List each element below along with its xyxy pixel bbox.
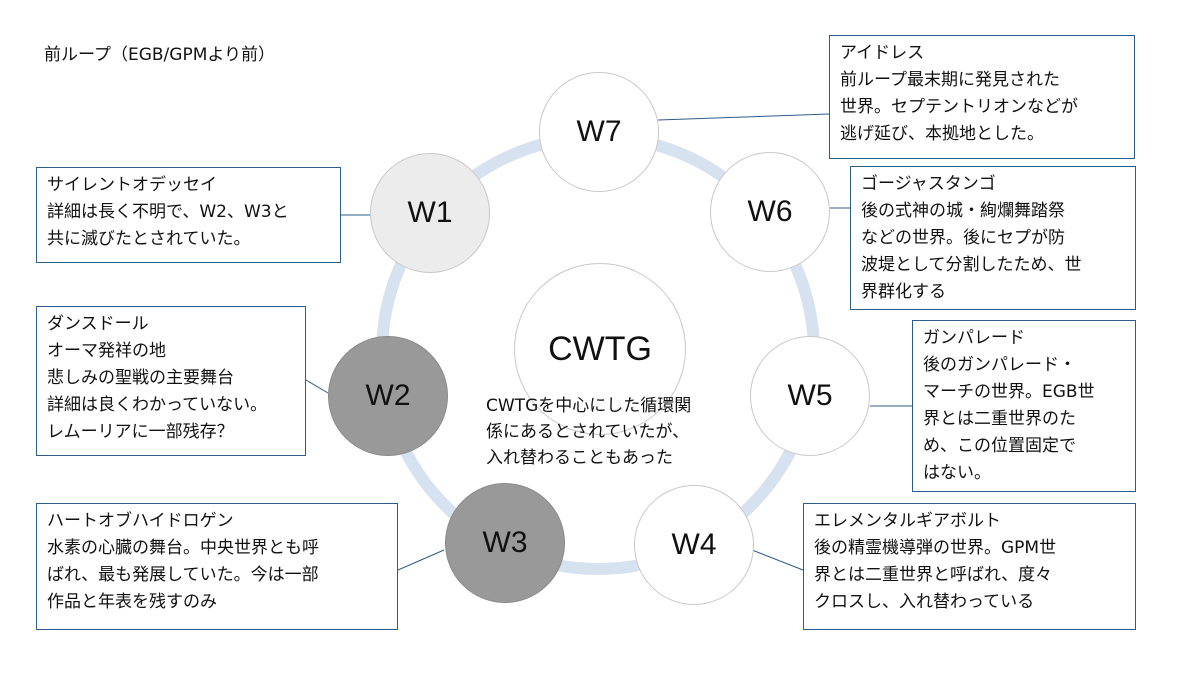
box-w3: ハートオブハイドロゲン 水素の心臓の舞台。中央世界とも呼 ばれ、最も発展していた…	[36, 503, 398, 630]
node-w6: W6	[710, 152, 830, 272]
leader-w4	[751, 549, 804, 571]
box-w1: サイレントオデッセイ 詳細は長く不明で、W2、W3と 共に滅びたとされていた。	[36, 167, 341, 263]
box-w4-title: エレメンタルギアボルト	[814, 511, 1001, 531]
node-w4: W4	[634, 485, 754, 605]
box-w6: ゴージャスタンゴ 後の式神の城・絢爛舞踏祭 などの世界。後にセプが防 波堤として…	[850, 166, 1136, 310]
box-w7: アイドレス 前ループ最末期に発見された 世界。セプテントリオンなどが 逃げ延び、…	[829, 35, 1135, 159]
leader-w2	[305, 379, 329, 394]
box-w2-title: ダンスドール	[47, 314, 149, 334]
diagram-title: 前ループ（EGB/GPMより前）	[44, 45, 276, 65]
box-w4: エレメンタルギアボルト 後の精霊機導弾の世界。GPM世 界とは二重世界と呼ばれ、…	[803, 503, 1136, 630]
box-w7-title: アイドレス	[840, 43, 925, 63]
box-w6-body: 後の式神の城・絢爛舞踏祭 などの世界。後にセプが防 波堤として分割したため、世 …	[861, 201, 1082, 302]
center-note: CWTGを中心にした循環関 係にあるとされていたが、 入れ替わることもあった	[486, 396, 692, 468]
node-w3: W3	[445, 483, 565, 603]
box-w7-body: 前ループ最末期に発見された 世界。セプテントリオンなどが 逃げ延び、本拠地とした…	[840, 70, 1078, 144]
node-cwtg: CWTG	[514, 263, 686, 435]
box-w2-body: オーマ発祥の地 悲しみの聖戦の主要舞台 詳細は良くわかっていない。 レムーリアに…	[47, 341, 268, 442]
box-w4-body: 後の精霊機導弾の世界。GPM世 界とは二重世界と呼ばれ、度々 クロスし、入れ替わ…	[814, 538, 1057, 612]
node-w5: W5	[750, 336, 870, 456]
box-w6-title: ゴージャスタンゴ	[861, 174, 996, 194]
leader-w3	[397, 549, 445, 571]
node-w2: W2	[328, 336, 448, 456]
box-w3-title: ハートオブハイドロゲン	[47, 511, 234, 531]
leader-w7	[657, 113, 830, 121]
node-w7: W7	[539, 72, 659, 192]
box-w1-body: 詳細は長く不明で、W2、W3と 共に滅びたとされていた。	[47, 202, 289, 249]
box-w5-title: ガンパレード	[923, 328, 1025, 348]
box-w3-body: 水素の心臓の舞台。中央世界とも呼 ばれ、最も発展していた。今は一部 作品と年表を…	[47, 538, 319, 612]
box-w5: ガンパレード 後のガンパレード・ マーチの世界。EGB世 界とは二重世界のた め…	[912, 320, 1136, 492]
box-w1-title: サイレントオデッセイ	[47, 175, 217, 195]
box-w5-body: 後のガンパレード・ マーチの世界。EGB世 界とは二重世界のた め、この位置固定…	[923, 355, 1095, 483]
node-w1: W1	[370, 153, 490, 273]
box-w2: ダンスドール オーマ発祥の地 悲しみの聖戦の主要舞台 詳細は良くわかっていない。…	[36, 306, 306, 456]
